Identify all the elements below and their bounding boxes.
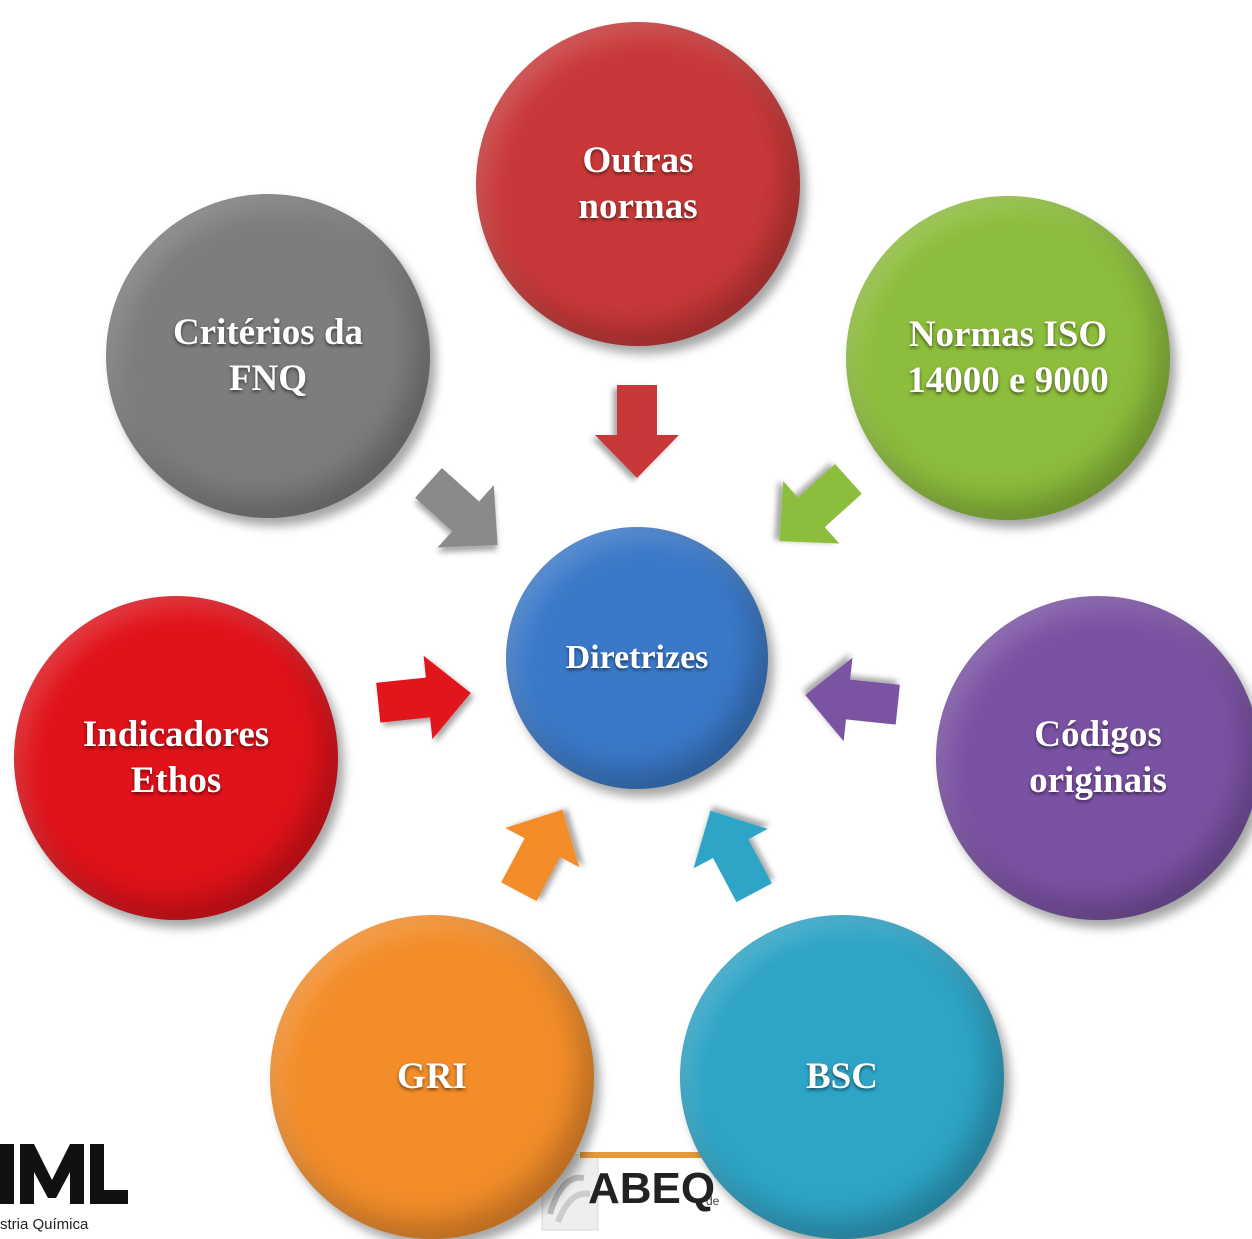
node-codigos-originais: Códigos originais: [936, 596, 1252, 920]
node-criterios-fnq: Critérios da FNQ: [106, 194, 430, 518]
node-normas-iso: Normas ISO 14000 e 9000: [846, 196, 1170, 520]
center-node-label: Diretrizes: [565, 638, 709, 676]
node-criterios-fnq-label: Critérios da FNQ: [172, 311, 364, 399]
arrow-from-criterios-fnq: [400, 451, 526, 577]
arrow-from-codigos-originais: [800, 653, 903, 747]
industria-quimica-logo-mark: [0, 1144, 128, 1204]
arrow-from-gri: [481, 789, 600, 912]
arrow-from-outras-normas: [595, 385, 679, 478]
node-codigos-originais-label: Códigos originais: [1029, 713, 1167, 801]
node-outras-normas: Outras normas: [476, 22, 800, 346]
node-gri: GRI: [270, 915, 594, 1239]
node-indicadores-ethos: Indicadores Ethos: [14, 596, 338, 920]
arrow-from-indicadores-ethos: [373, 651, 476, 745]
industria-quimica-logo: stria Química: [0, 1132, 130, 1239]
node-outras-normas-label: Outras normas: [578, 139, 698, 227]
node-normas-iso-label: Normas ISO 14000 e 9000: [907, 313, 1109, 401]
node-gri-label: GRI: [397, 1055, 467, 1097]
node-indicadores-ethos-label: Indicadores Ethos: [82, 713, 270, 801]
node-bsc: BSC: [680, 915, 1004, 1239]
arrow-from-normas-iso: [751, 447, 877, 573]
industria-quimica-caption: stria Química: [0, 1216, 89, 1233]
node-bsc-label: BSC: [806, 1055, 878, 1097]
center-node-diretrizes: Diretrizes: [506, 527, 768, 789]
arrow-from-bsc: [673, 790, 792, 913]
